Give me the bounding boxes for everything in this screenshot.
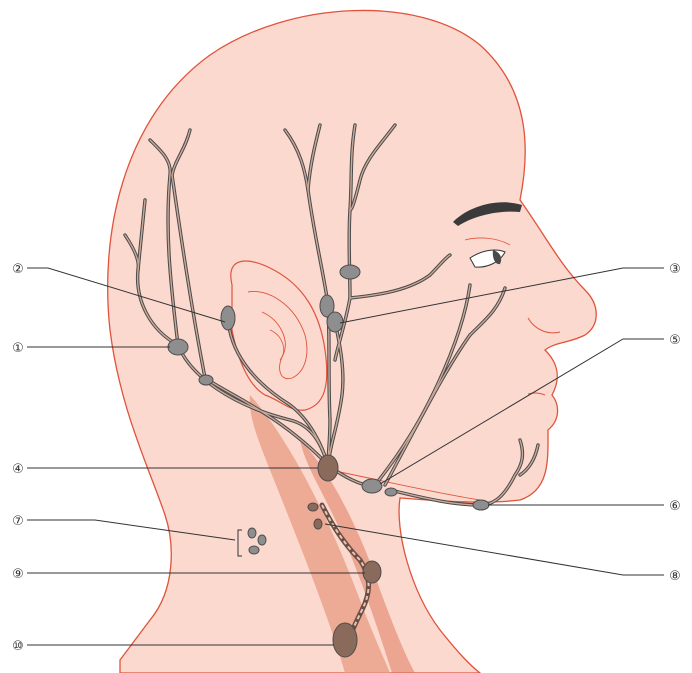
label-3-text: ③ [669, 262, 681, 277]
label-10: ⑩ [12, 639, 24, 654]
label-7: ⑦ [12, 514, 24, 529]
superficial-cervical-node-2 [258, 535, 266, 545]
label-7-text: ⑦ [12, 514, 24, 529]
label-10-text: ⑩ [12, 639, 24, 654]
label-4: ④ [12, 462, 24, 477]
submandibular-node [362, 479, 382, 493]
occipital-node-small [199, 375, 213, 385]
parotid-node-side [340, 265, 360, 279]
label-3: ③ [669, 262, 681, 277]
supraclavicular-node [333, 623, 357, 657]
parotid-node [327, 312, 343, 332]
label-1-text: ① [12, 341, 24, 356]
label-4-text: ④ [12, 462, 24, 477]
label-2: ② [12, 262, 24, 277]
label-6: ⑥ [669, 499, 681, 514]
deep-node-small-1 [308, 503, 318, 511]
label-2-text: ② [12, 262, 24, 277]
occipital-node [168, 339, 188, 355]
superficial-cervical-node-1 [248, 528, 256, 538]
label-5: ⑤ [669, 333, 681, 348]
deep-node-small-2 [314, 519, 322, 529]
superficial-cervical-node-3 [249, 546, 259, 554]
label-1: ① [12, 341, 24, 356]
label-9-text: ⑨ [12, 567, 24, 582]
jugulodigastric-node [318, 455, 338, 481]
submandibular-node-small [385, 488, 397, 496]
jugulo-omohyoid-node [363, 561, 381, 583]
submental-node [473, 500, 489, 510]
label-6-text: ⑥ [669, 499, 681, 514]
label-9: ⑨ [12, 567, 24, 582]
label-8-text: ⑧ [669, 569, 681, 584]
label-5-text: ⑤ [669, 333, 681, 348]
label-8: ⑧ [669, 569, 681, 584]
retroauricular-node [221, 306, 235, 330]
